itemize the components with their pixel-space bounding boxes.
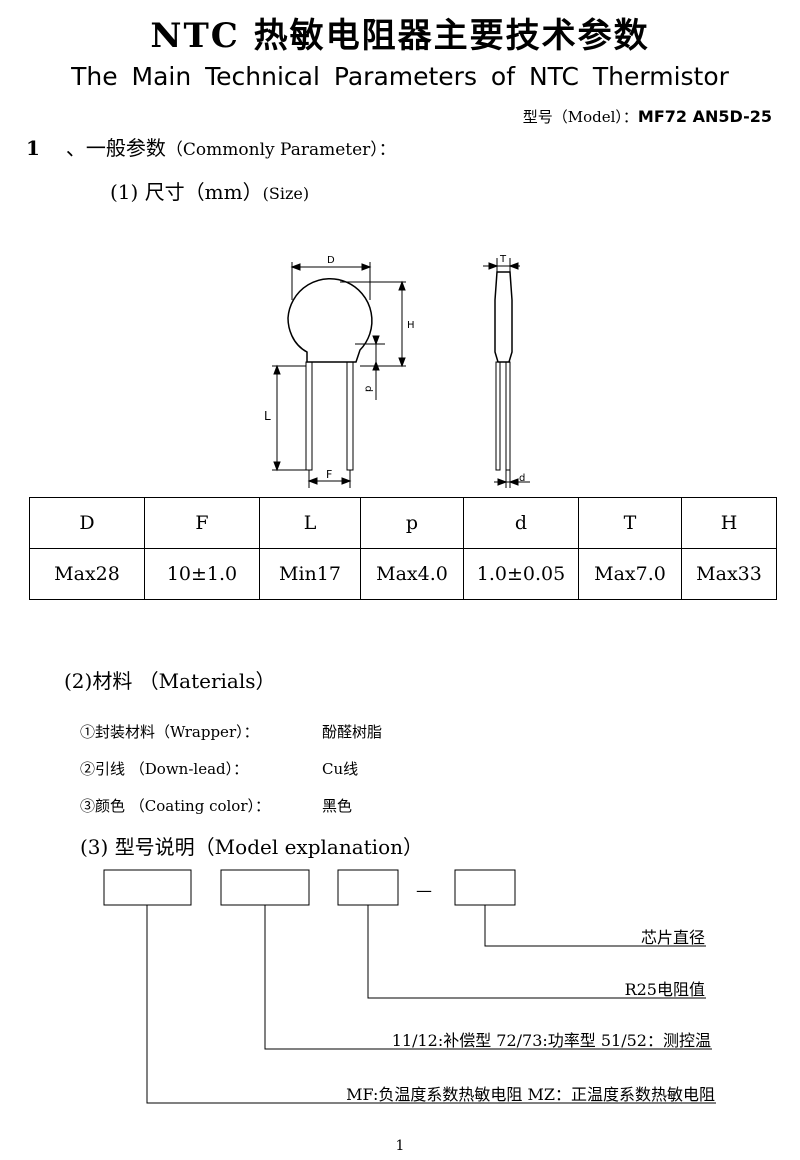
- size-heading: (1) 尺寸（mm）(Size): [110, 176, 309, 205]
- material-value: Cu线: [322, 760, 359, 778]
- series-label: MF:负温度系数热敏电阻 MZ：正温度系数热敏电阻: [346, 1085, 715, 1104]
- section-label-en: （Commonly Parameter）：: [165, 140, 396, 160]
- size-heading-label: (1) 尺寸（mm）: [110, 180, 263, 204]
- table-header-cell: p: [360, 497, 464, 549]
- material-value: 酚醛树脂: [322, 723, 383, 741]
- model-dash: —: [416, 881, 432, 900]
- section-general-parameters: 1 、一般参数（Commonly Parameter）：: [26, 132, 396, 161]
- table-header-cell: H: [681, 497, 777, 549]
- size-heading-en: (Size): [262, 184, 310, 203]
- table-header-cell: F: [144, 497, 260, 549]
- table-header-cell: L: [259, 497, 361, 549]
- model-box-1: [103, 869, 192, 906]
- section-label: 、一般参数: [65, 136, 166, 160]
- label-h-height: H: [407, 320, 415, 331]
- page-number: 1: [395, 1138, 405, 1154]
- material-value: 黑色: [322, 797, 353, 815]
- material-label: ③颜色 （Coating color）：: [80, 797, 271, 815]
- material-item-down-lead: ②引线 （Down-lead）： Cu线: [80, 758, 358, 779]
- label-d-wire: d: [519, 473, 525, 484]
- side-lead-right: [505, 361, 511, 471]
- table-value-cell: 10±1.0: [144, 548, 260, 600]
- side-lead-left: [495, 361, 501, 471]
- section-number: 1: [26, 136, 40, 160]
- disc-body: [287, 277, 373, 363]
- chip-diameter-label: 芯片直径: [640, 928, 705, 947]
- label-f-spacing: F: [326, 468, 332, 481]
- leader-type: [264, 905, 712, 1050]
- title-english: The Main Technical Parameters of NTC The…: [71, 62, 729, 91]
- type-label: 11/12:补偿型 72/73:功率型 51/52：测控温: [391, 1031, 711, 1050]
- table-value-cell: 1.0±0.05: [463, 548, 579, 600]
- material-item-wrapper: ①封装材料（Wrapper）： 酚醛树脂: [80, 721, 382, 742]
- model-line: 型号（Model）：MF72 AN5D-25: [523, 106, 772, 127]
- table-value-cell: Max33: [681, 548, 777, 600]
- label-d-diameter: D: [327, 255, 335, 266]
- table-header-cell: D: [29, 497, 145, 549]
- material-item-coating-color: ③颜色 （Coating color）： 黑色: [80, 795, 352, 816]
- model-box-3: [337, 869, 399, 906]
- table-header-row: D F L p d T H: [29, 497, 777, 549]
- table-value-row: Max28 10±1.0 Min17 Max4.0 1.0±0.05 Max7.…: [29, 548, 777, 600]
- model-box-2: [220, 869, 310, 906]
- leader-r25: [367, 905, 706, 999]
- dimensions-table: D F L p d T H Max28 10±1.0 Min17 Max4.0 …: [29, 497, 777, 600]
- label-l-length: L: [264, 409, 271, 423]
- material-label: ①封装材料（Wrapper）：: [80, 723, 259, 741]
- title-chinese: NTC 热敏电阻器主要技术参数: [150, 16, 650, 56]
- materials-heading: (2)材料 （Materials）: [64, 669, 276, 693]
- leader-series: [146, 905, 716, 1104]
- model-value: MF72 AN5D-25: [637, 107, 772, 126]
- table-value-cell: Max28: [29, 548, 145, 600]
- leader-chip: [484, 905, 706, 947]
- label-t-thickness: T: [499, 254, 507, 265]
- label-p: p: [363, 386, 374, 392]
- table-value-cell: Max7.0: [578, 548, 682, 600]
- model-box-4: [454, 869, 516, 906]
- model-label: 型号（Model）：: [522, 108, 638, 126]
- r25-label: R25电阻值: [624, 980, 705, 999]
- model-explanation-heading: (3) 型号说明（Model explanation）: [80, 835, 423, 859]
- material-label: ②引线 （Down-lead）：: [80, 760, 249, 778]
